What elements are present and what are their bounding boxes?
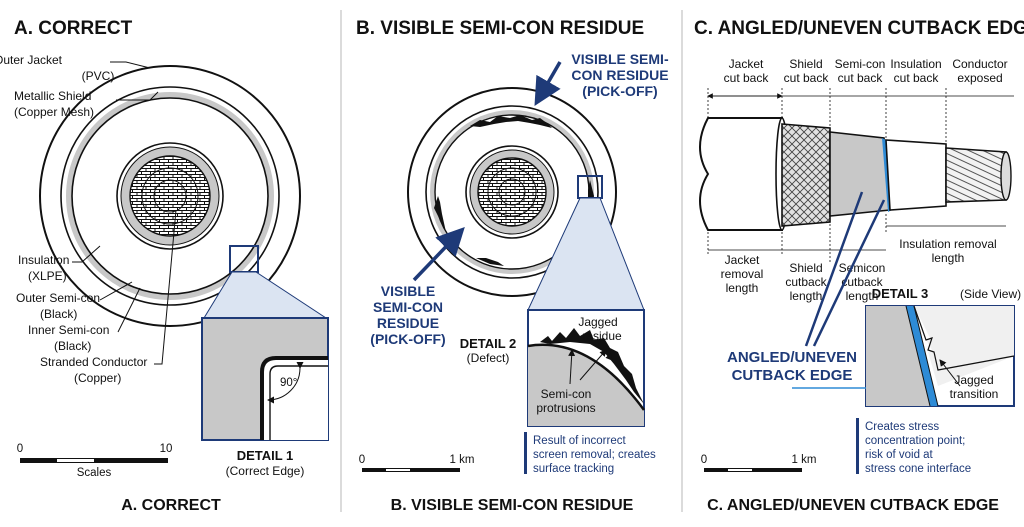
callout-top: VISIBLE SEMI- CON RESIDUE (PICK-OFF) (534, 51, 669, 107)
note-c-line3: risk of void at (865, 449, 934, 461)
detail-3-box: Jagged transition (865, 305, 1015, 407)
panel-a: A. CORRECT Outer Jacket (PVC) Metallic S… (0, 18, 329, 514)
detail-2-jagged-line2: residue (582, 329, 622, 343)
scale-a-label: Scales (77, 467, 112, 479)
panel-c-title: C. ANGLED/UNEVEN CUTBACK EDGE (694, 18, 1024, 39)
bottom-label-shield-3: length (790, 289, 823, 303)
cutback-bottom-labels: Jacket removal length Shield cutback len… (721, 237, 997, 303)
top-label-conductor-2: exposed (957, 71, 1002, 85)
scale-b-start: 0 (359, 454, 365, 466)
callout-top-line1: VISIBLE SEMI- (571, 51, 669, 67)
detail-3-subtitle: (Side View) (960, 287, 1021, 301)
leader-lines (72, 61, 177, 365)
detail-2-protrusions-line1: Semi-con (541, 387, 592, 401)
detail-2-subtitle: (Defect) (467, 351, 510, 365)
panel-a-title: A. CORRECT (14, 18, 133, 39)
label-outer-jacket-sub: (PVC) (82, 69, 115, 83)
bottom-label-semicon-2: cutback (841, 275, 883, 289)
dimension-lines-bottom (707, 214, 1006, 262)
bottom-label-jacket-3: length (726, 281, 759, 295)
panel-c: C. ANGLED/UNEVEN CUTBACK EDGE Jacket cut… (694, 18, 1024, 514)
detail-3-jagged-line1: Jagged (954, 373, 993, 387)
label-stranded-conductor: Stranded Conductor (40, 355, 147, 369)
panel-a-footer: A. CORRECT (121, 497, 221, 514)
scale-bar-c: 0 1 km (701, 454, 817, 472)
top-label-conductor-1: Conductor (952, 57, 1007, 71)
top-label-shield-2: cut back (784, 71, 830, 85)
callout-left-line4: (PICK-OFF) (370, 331, 445, 347)
callout-left-line1: VISIBLE (381, 283, 435, 299)
label-outer-semicon: Outer Semi-con (16, 291, 100, 305)
label-stranded-conductor-sub: (Copper) (74, 371, 121, 385)
cutback-top-labels: Jacket cut back Shield cut back Semi-con… (724, 57, 1008, 85)
panel-c-footer: C. ANGLED/UNEVEN CUTBACK EDGE (707, 497, 999, 514)
callout-top-line2: CON RESIDUE (571, 67, 668, 83)
top-label-insulation-2: cut back (894, 71, 940, 85)
detail-3-title: DETAIL 3 (872, 286, 929, 301)
detail-1-subtitle: (Correct Edge) (226, 464, 305, 478)
top-label-shield-1: Shield (789, 57, 822, 71)
callout-left-line3: RESIDUE (377, 315, 439, 331)
layer-labels: Outer Jacket (PVC) Metallic Shield (Copp… (0, 53, 147, 385)
bottom-label-semicon-1: Semicon (839, 261, 886, 275)
scale-bar-b: 0 1 km (359, 454, 475, 472)
bottom-label-shield-1: Shield (789, 261, 822, 275)
callout-top-line3: (PICK-OFF) (582, 83, 657, 99)
label-metallic-shield-sub: (Copper Mesh) (14, 105, 94, 119)
note-c-line4: stress cone interface (865, 463, 971, 475)
note-c-line1: Creates stress (865, 421, 939, 433)
detail-1-title: DETAIL 1 (237, 448, 294, 463)
bottom-label-jacket-2: removal (721, 267, 764, 281)
bottom-label-insulation-1: Insulation removal (899, 237, 996, 251)
top-label-semicon-2: cut back (838, 71, 884, 85)
panel-b-footer: B. VISIBLE SEMI-CON RESIDUE (391, 497, 634, 514)
cable-side-view (699, 117, 1012, 231)
detail-3-jagged-line2: transition (950, 387, 999, 401)
top-label-jacket-2: cut back (724, 71, 770, 85)
detail-2-protrusions-line2: protrusions (536, 401, 595, 415)
bottom-label-insulation-2: length (932, 251, 965, 265)
label-metallic-shield: Metallic Shield (14, 89, 91, 103)
bottom-label-jacket-1: Jacket (725, 253, 760, 267)
scale-c-end: 1 km (792, 454, 817, 466)
label-outer-jacket: Outer Jacket (0, 53, 63, 67)
scale-c-start: 0 (701, 454, 707, 466)
panel-b-title: B. VISIBLE SEMI-CON RESIDUE (356, 18, 644, 39)
detail-2-box: Jagged residue Semi-con protrusions (527, 309, 646, 427)
panel-b: B. VISIBLE SEMI-CON RESIDUE VISIBLE SEMI… (356, 18, 669, 514)
top-label-insulation-1: Insulation (890, 57, 941, 71)
note-b-line1: Result of incorrect (533, 435, 626, 447)
bottom-label-shield-2: cutback (785, 275, 827, 289)
callout-left-line2: SEMI-CON (373, 299, 443, 315)
label-inner-semicon-sub: (Black) (54, 339, 91, 353)
dimension-lines-top (707, 88, 1014, 144)
top-label-semicon-1: Semi-con (835, 57, 886, 71)
label-insulation-sub: (XLPE) (28, 269, 67, 283)
note-b-line2: screen removal; creates (533, 449, 656, 461)
scale-a-start: 0 (17, 443, 23, 455)
scale-b-end: 1 km (450, 454, 475, 466)
note-b-line3: surface tracking (533, 463, 614, 475)
detail-2-title: DETAIL 2 (460, 336, 517, 351)
callout-angled-edge: ANGLED/UNEVEN CUTBACK EDGE (727, 191, 886, 389)
cross-section-correct (39, 65, 301, 327)
note-c-bar (856, 418, 859, 474)
bottom-label-semicon-3: length (846, 289, 879, 303)
note-b-bar (524, 432, 527, 474)
detail-1-angle: 90° (280, 377, 297, 389)
label-outer-semicon-sub: (Black) (40, 307, 77, 321)
callout-c-line1: ANGLED/UNEVEN (727, 349, 857, 366)
callout-left: VISIBLE SEMI-CON RESIDUE (PICK-OFF) (370, 226, 465, 347)
label-insulation: Insulation (18, 253, 69, 267)
detail-2-jagged-line1: Jagged (578, 315, 617, 329)
callout-c-line2: CUTBACK EDGE (732, 367, 853, 384)
detail-1-box: 90° (201, 317, 329, 441)
note-c-line2: concentration point; (865, 435, 965, 447)
scale-a-end: 10 (160, 443, 173, 455)
label-inner-semicon: Inner Semi-con (28, 323, 109, 337)
top-label-jacket-1: Jacket (729, 57, 764, 71)
scale-bar-a: 0 10 Scales (17, 443, 173, 479)
